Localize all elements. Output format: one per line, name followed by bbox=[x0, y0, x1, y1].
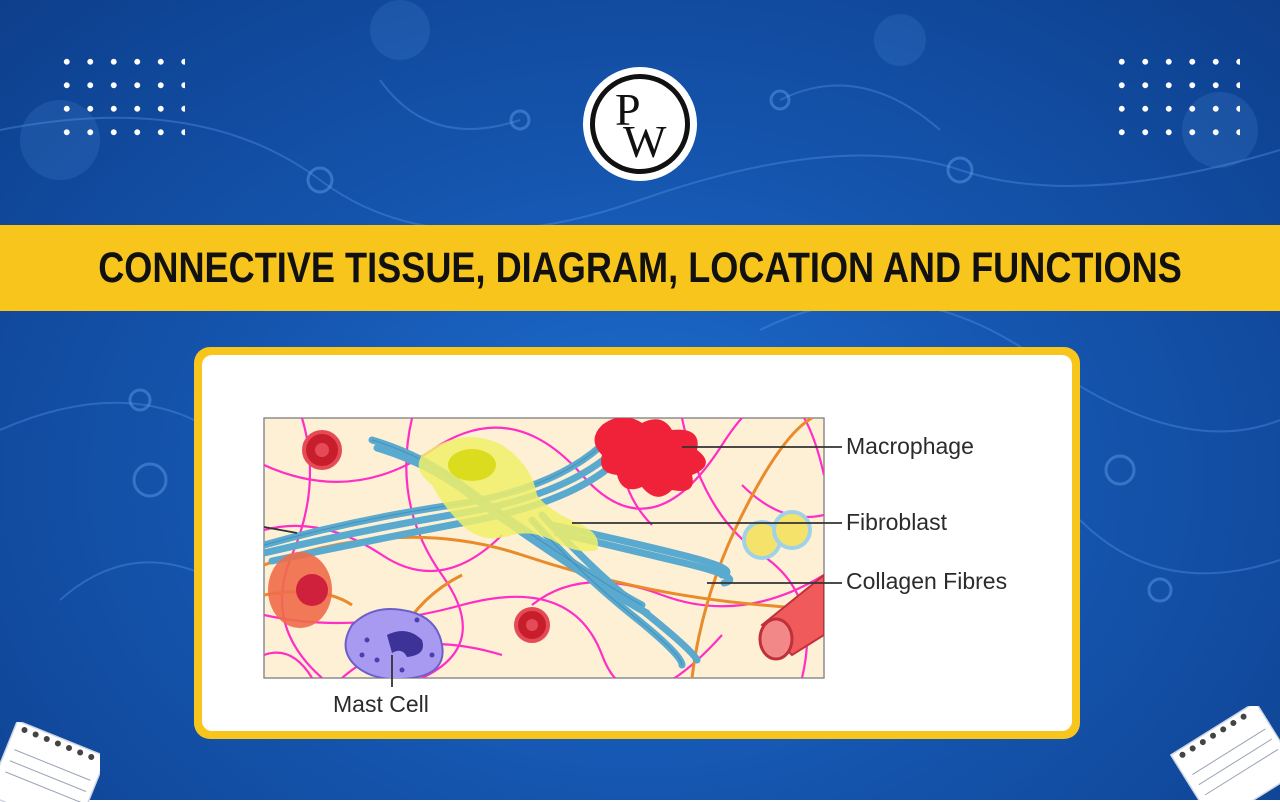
red-blood-cell-lower-center bbox=[526, 619, 538, 631]
leader-lines bbox=[263, 446, 842, 687]
notepad-icon bbox=[0, 722, 100, 802]
diagram-card-inner: Macrophage Fibroblast Collagen Fibres Ma… bbox=[202, 355, 1072, 731]
title-banner: CONNECTIVE TISSUE, DIAGRAM, LOCATION AND… bbox=[0, 225, 1280, 311]
blood-vessel-lumen bbox=[758, 617, 794, 661]
label-collagen-fibres: Collagen Fibres bbox=[846, 568, 1008, 594]
logo-letter-p: P bbox=[615, 84, 641, 135]
diagram-card: Macrophage Fibroblast Collagen Fibres Ma… bbox=[194, 347, 1080, 739]
logo-letter-w: W bbox=[623, 116, 667, 167]
connective-tissue-diagram bbox=[263, 417, 842, 687]
page-title: CONNECTIVE TISSUE, DIAGRAM, LOCATION AND… bbox=[98, 243, 1182, 292]
mast-cell-granules bbox=[359, 617, 435, 673]
label-mast-cell: Mast Cell bbox=[333, 691, 429, 717]
logo-inner: P W bbox=[595, 79, 685, 169]
logo-ring: P W bbox=[590, 74, 690, 174]
dot-grid-right bbox=[1110, 50, 1240, 150]
plasma-cell-nucleus bbox=[296, 574, 328, 606]
label-fibroblast: Fibroblast bbox=[846, 509, 947, 535]
macrophage-cell bbox=[594, 418, 706, 497]
red-blood-cell-center bbox=[315, 443, 329, 457]
notepad-icon-right bbox=[1170, 706, 1280, 800]
dot-grid-left bbox=[55, 50, 185, 150]
pw-logo-icon: P W bbox=[583, 67, 697, 181]
label-macrophage: Macrophage bbox=[846, 433, 974, 459]
fat-cell-2 bbox=[772, 510, 812, 550]
mast-cell-nucleus bbox=[387, 631, 423, 657]
fibroblast-nucleus bbox=[448, 449, 496, 481]
